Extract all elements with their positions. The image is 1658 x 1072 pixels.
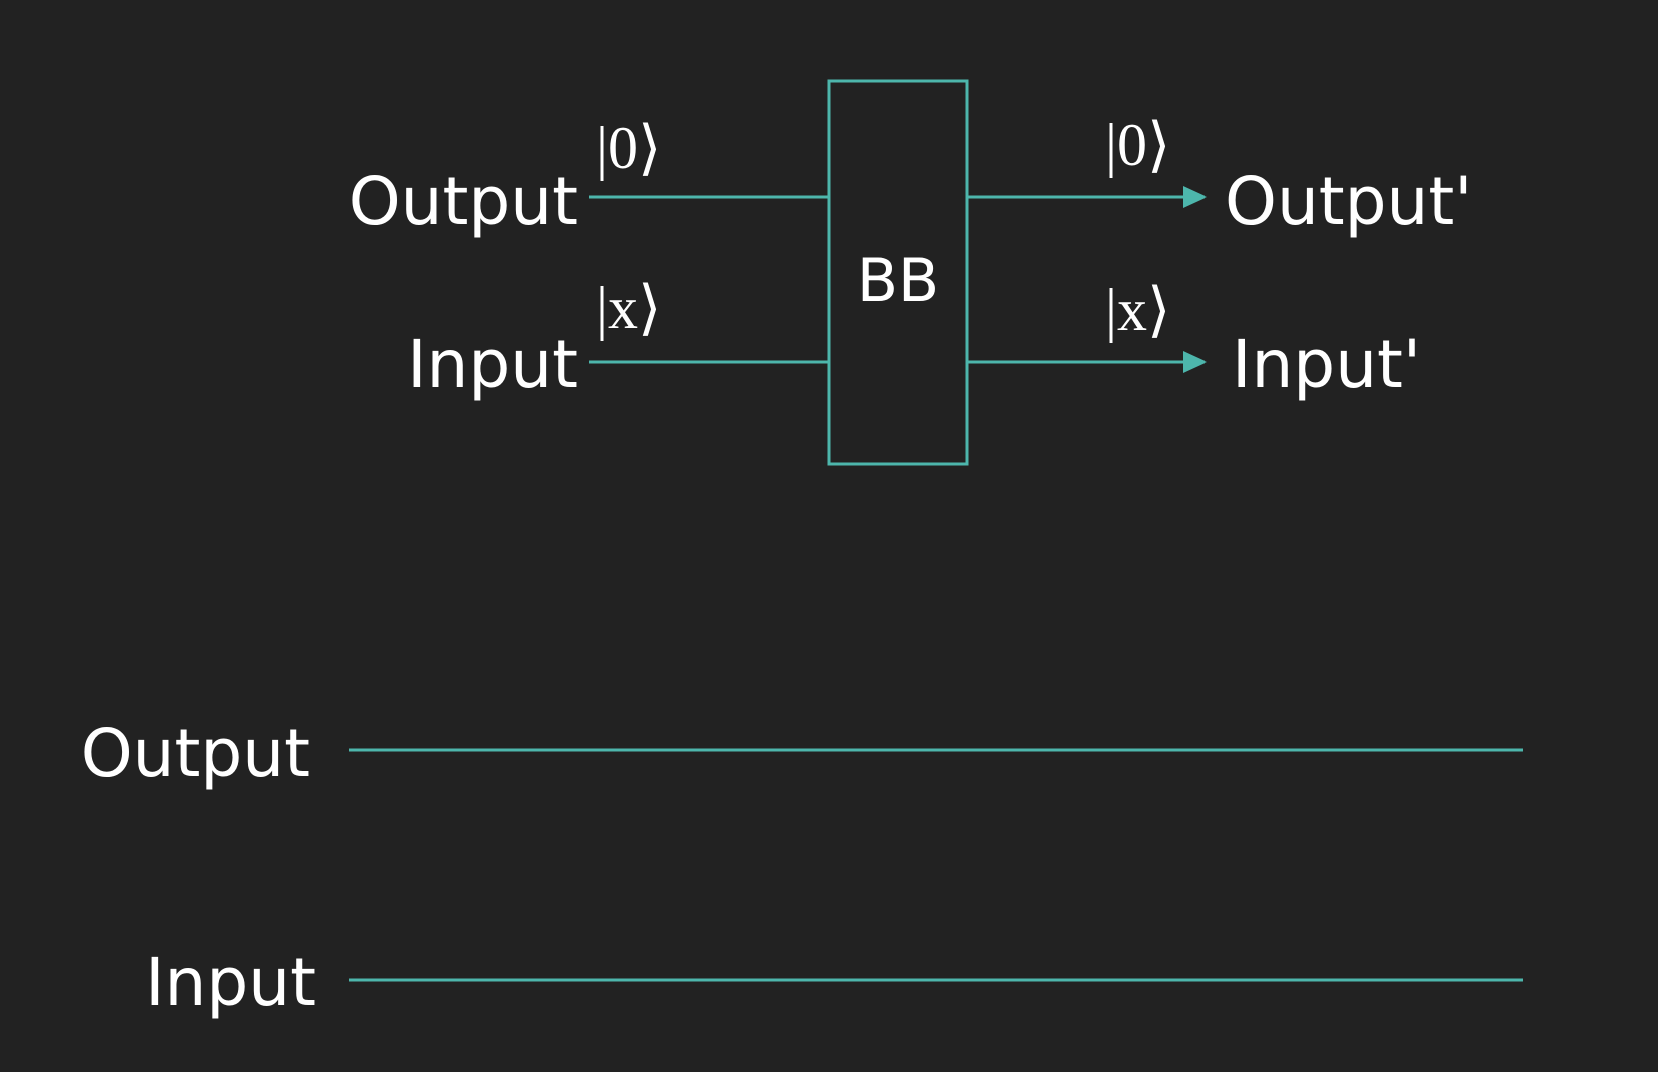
right-output-label: Output' xyxy=(1225,163,1472,240)
ket-output-in: |0⟩ xyxy=(596,115,661,181)
bottom-input-label: Input xyxy=(145,944,316,1021)
bottom-output-label: Output xyxy=(81,715,310,792)
left-input-label: Input xyxy=(407,326,578,403)
black-box xyxy=(827,79,969,466)
ket-output-out: |0⟩ xyxy=(1105,112,1170,178)
ket-input-out: |x⟩ xyxy=(1105,277,1170,343)
black-box-label: BB xyxy=(857,246,939,316)
left-output-label: Output xyxy=(349,163,578,240)
ket-input-in: |x⟩ xyxy=(596,275,661,341)
right-input-label: Input' xyxy=(1232,326,1421,403)
